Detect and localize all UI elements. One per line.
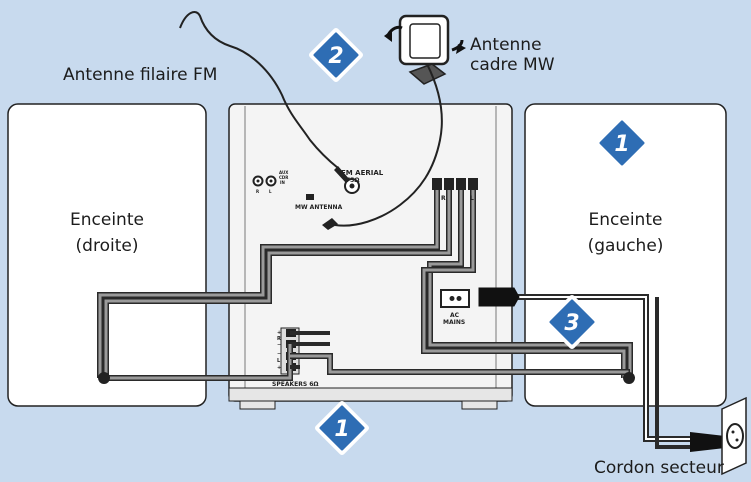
step-2-number: 2 (328, 44, 343, 69)
step-3-number: 3 (564, 311, 579, 336)
panel-fm-aerial: FM AERIAL (341, 169, 384, 177)
fm-wire-antenna (179, 11, 346, 179)
panel-ac: AC (450, 312, 460, 319)
mw-antenna-terminal (306, 194, 314, 200)
power-cord (478, 287, 725, 452)
panel-minus-2: − (277, 351, 281, 357)
panel-l-1: L (277, 358, 281, 364)
aux-jacks (252, 175, 277, 187)
power-cord-label: Cordon secteur (594, 458, 724, 478)
mw-antenna-label-line2: cadre MW (470, 55, 555, 75)
panel-term-l: L (470, 195, 474, 202)
panel-r-1: R (277, 336, 281, 342)
speaker-left-label-line2: (gauche) (587, 236, 664, 256)
ac-mains-socket (440, 289, 470, 308)
panel-in: IN (280, 180, 285, 185)
panel-speakers: SPEAKERS 6Ω (272, 381, 319, 388)
panel-fm-ohm: 75Ω (346, 177, 359, 184)
panel-aux: AUX (279, 170, 288, 175)
wall-outlet (721, 396, 747, 476)
step-badge-1-bottom: 1 (318, 404, 366, 452)
mw-clip (322, 218, 338, 230)
panel-mains: MAINS (443, 319, 465, 326)
fm-plug (334, 166, 350, 183)
panel-minus-1: − (277, 342, 281, 348)
panel-cdr: CDR (279, 175, 288, 180)
speaker-right-box (7, 103, 207, 407)
panel-plus-2: + (277, 365, 281, 371)
step-badge-2: 2 (312, 31, 360, 79)
mw-loop-antenna (334, 14, 466, 227)
cable-speaker-right (97, 190, 452, 381)
speaker-line-terminals (432, 178, 478, 190)
step-badge-3: 3 (548, 298, 596, 346)
step-1-number-top: 1 (614, 132, 629, 157)
speaker-right-label-line1: Enceinte (70, 210, 144, 230)
panel-mw-antenna: MW ANTENNA (295, 204, 343, 211)
fm-antenna-label: Antenne filaire FM (63, 65, 218, 85)
mw-antenna-label-line1: Antenne (470, 35, 542, 55)
speaker-right-label-line2: (droite) (75, 236, 139, 256)
step-badge-1-top: 1 (598, 119, 646, 167)
panel-aux-r: R (256, 189, 259, 194)
panel-aux-l: L (269, 189, 272, 194)
connection-dot-right (98, 372, 110, 384)
connection-dot-left (623, 372, 635, 384)
step-1-number-bottom: 1 (334, 417, 349, 442)
panel-term-r: R (441, 195, 446, 202)
speaker-left-label-line1: Enceinte (588, 210, 663, 230)
panel-plus-1: + (277, 330, 281, 336)
fm-aerial-socket (344, 178, 360, 194)
